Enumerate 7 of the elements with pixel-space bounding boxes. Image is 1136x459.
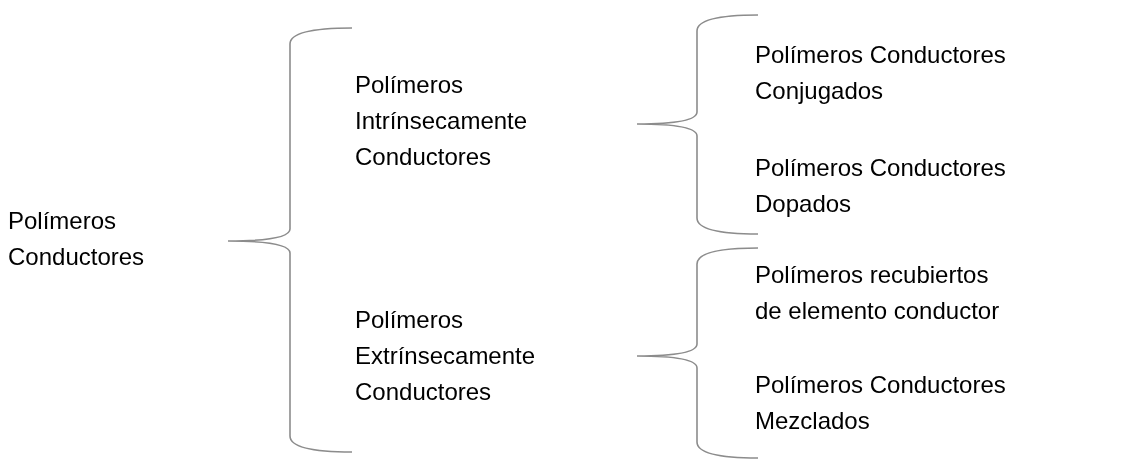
term-label: Polímeros Extrínsecamente Conductores — [355, 305, 537, 407]
term-label: Polímeros Intrínsecamente Conductores — [355, 70, 529, 172]
term-label: Polímeros Conductores Mezclados — [755, 370, 1007, 436]
term-label: Polímeros recubiertos de elemento conductor — [755, 260, 1001, 326]
term-label: Polímeros Conductores — [8, 206, 146, 272]
term-label: Polímeros Conductores Dopados — [755, 153, 1007, 219]
term-label: Polímeros Conductores Conjugados — [755, 40, 1007, 106]
